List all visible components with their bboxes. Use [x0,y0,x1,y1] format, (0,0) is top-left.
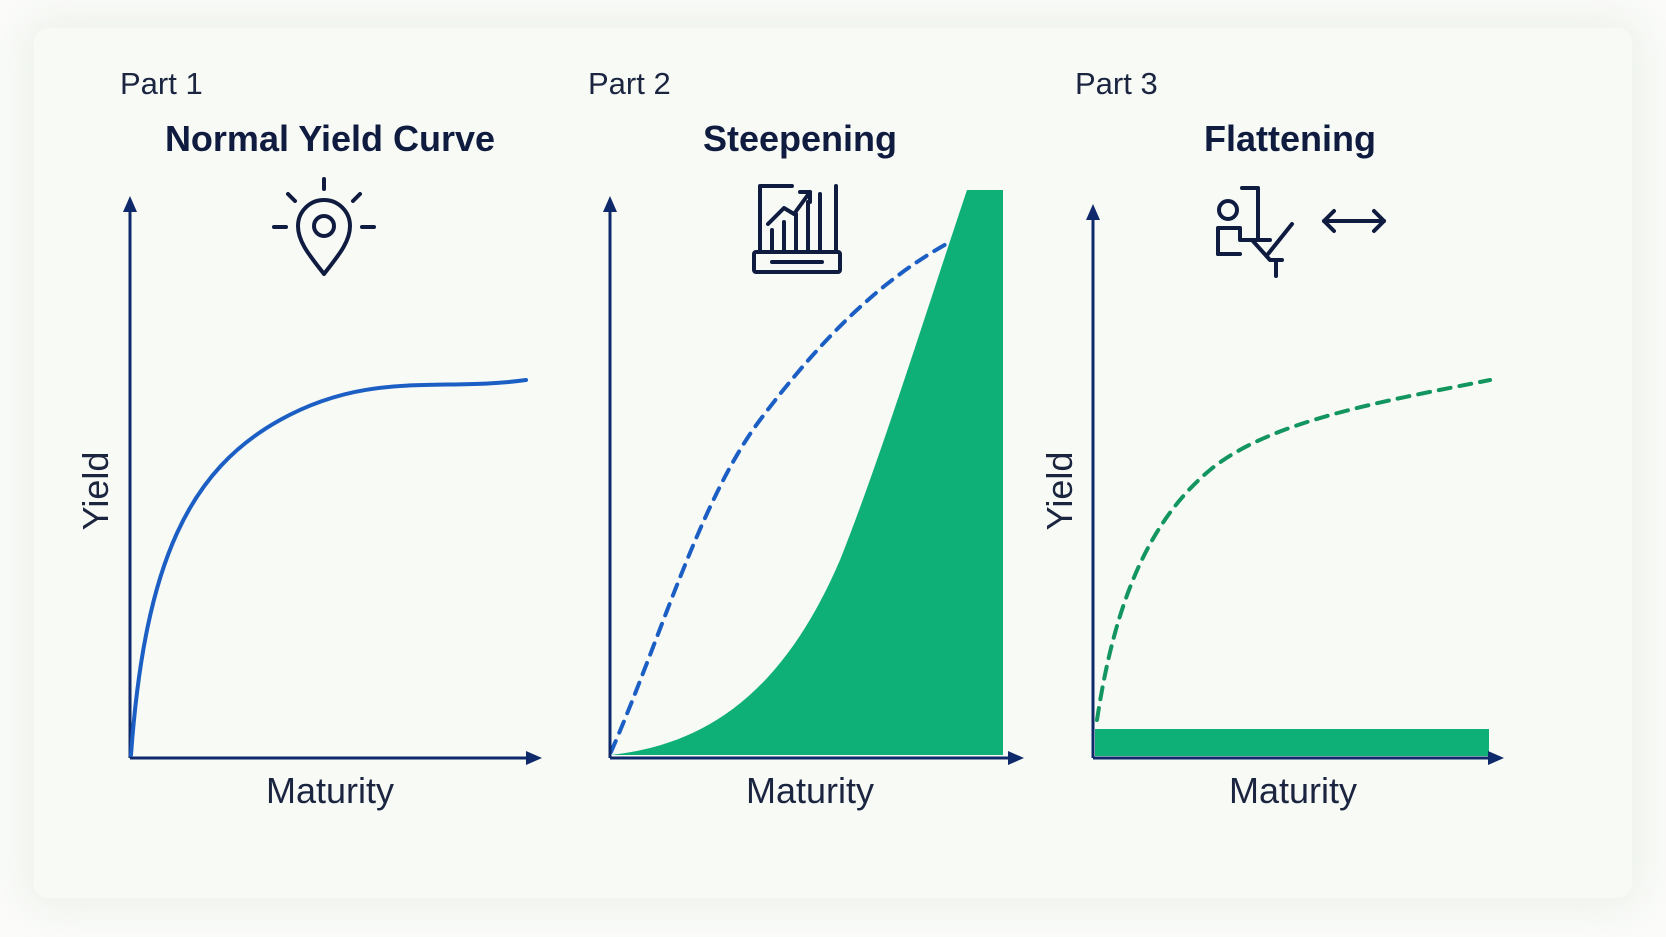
part-2-label: Part 2 [588,66,671,101]
panel-2-x-arrowhead [1008,751,1024,765]
lightbulb-location-pin-icon [272,177,376,276]
normal-yield-curve-line [129,378,528,757]
flattening-dashed-curve [1095,378,1492,722]
panel-2-title: Steepening [702,118,898,159]
panel-1-x-axis-label: Maturity [265,770,395,811]
panel-1-title: Normal Yield Curve [164,118,496,159]
bar-chart-growth-icon [752,184,842,274]
panel-3-axes [1086,204,1504,765]
panel-3-x-arrowhead [1488,751,1504,765]
panel-1-y-arrowhead [123,196,137,212]
part-3-label: Part 3 [1075,66,1158,101]
panel-3-x-axis-label: Maturity [1228,770,1358,811]
panel-2-y-arrowhead [603,196,617,212]
person-desk-icon [1216,186,1294,278]
double-arrow-icon [1322,209,1386,233]
panel-1-x-arrowhead [526,751,542,765]
panel-3-y-arrowhead [1086,204,1100,220]
panel-3-title: Flattening [1204,118,1376,159]
flattening-green-bar [1095,729,1489,756]
panel-1-axes [123,196,542,765]
steepening-dashed-curve [609,240,952,754]
panel-2-x-axis-label: Maturity [745,770,875,811]
panel-2-axes [603,190,1024,765]
steepening-green-area [611,190,1003,755]
part-1-label: Part 1 [120,66,203,101]
